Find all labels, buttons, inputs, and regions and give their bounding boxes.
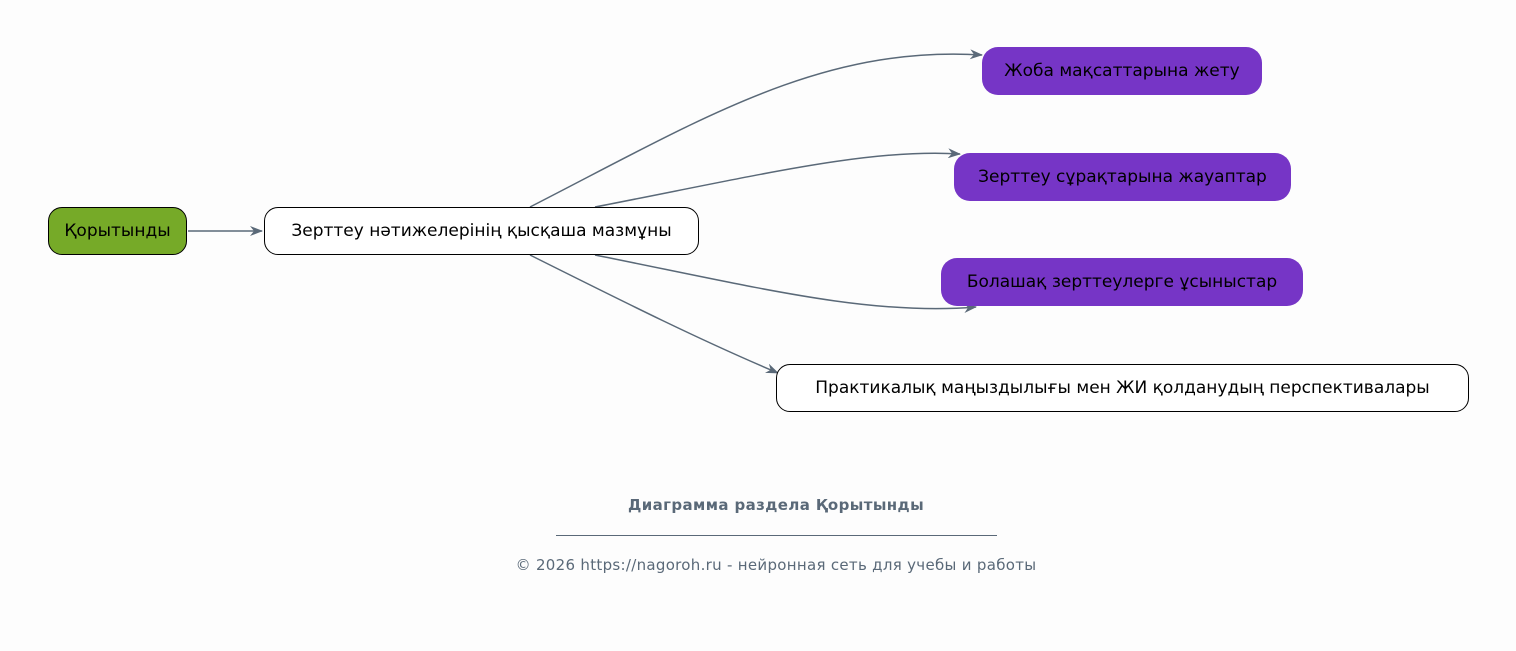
node-research-summary: Зерттеу нәтижелерінің қысқаша мазмұны <box>264 207 699 255</box>
edge-summary-practical <box>529 254 779 374</box>
node-summary-label: Зерттеу нәтижелерінің қысқаша мазмұны <box>291 221 672 241</box>
caption-divider <box>556 535 997 536</box>
node-project-goals: Жоба мақсаттарына жету <box>982 47 1262 95</box>
node-root-conclusion: Қорытынды <box>48 207 187 255</box>
diagram-caption-title: Диаграмма раздела Қорытынды <box>627 496 925 514</box>
node-future-label: Болашақ зерттеулерге ұсыныстар <box>966 272 1278 292</box>
node-practical-label: Практикалық маңыздылығы мен ЖИ қолдануды… <box>815 378 1430 398</box>
node-questions-label: Зерттеу сұрақтарына жауаптар <box>978 167 1267 187</box>
edge-summary-goals <box>529 49 983 208</box>
node-practical-significance: Практикалық маңыздылығы мен ЖИ қолдануды… <box>776 364 1469 412</box>
diagram-caption-footer: © 2026 https://nagoroh.ru - нейронная се… <box>515 556 1037 574</box>
node-future-research: Болашақ зерттеулерге ұсыныстар <box>941 258 1303 306</box>
node-research-questions: Зерттеу сұрақтарына жауаптар <box>954 153 1291 201</box>
node-goals-label: Жоба мақсаттарына жету <box>1004 61 1240 81</box>
edge-summary-questions <box>594 148 961 208</box>
node-root-label: Қорытынды <box>64 221 171 241</box>
edge-summary-future <box>594 254 977 313</box>
